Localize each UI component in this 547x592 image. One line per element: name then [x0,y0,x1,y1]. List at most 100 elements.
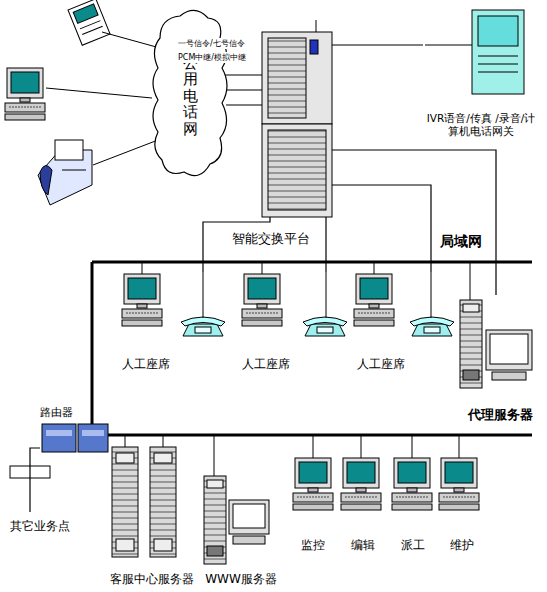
proxy-server [460,300,532,388]
agent-seat: 人工座席 [115,272,230,372]
node-label: 路由器 [40,406,73,420]
bus-drop [262,262,263,274]
connector-line [332,150,496,295]
connector-line [30,448,40,512]
proxy-server [492,372,526,380]
lan-bus [108,434,532,437]
proxy-server [486,330,532,380]
fax-icon [55,140,83,160]
ivr-server [478,16,518,46]
router-icon [82,430,104,436]
connector-line [332,185,431,272]
www-server: WWW服务器 [200,470,282,587]
ops-pcs [341,458,381,510]
bus-drop [125,435,126,447]
www-server [204,476,226,564]
agent-desks [122,272,454,336]
bus-drop [142,262,143,274]
bus-drop [313,435,314,458]
node-label: 人工座席 [121,357,171,372]
bus-drop [459,435,460,458]
switch-cabinet [268,130,326,210]
handheld-icon [68,0,110,45]
proxy-server [460,300,482,388]
bus-drop [470,262,471,300]
switch-cabinet [262,32,332,124]
lan-label: 局域网 [440,233,482,251]
agent-desks [181,317,225,336]
proxy-server [490,334,528,364]
agent-desks [122,274,162,326]
fax-icon [62,170,86,171]
agent-desks [410,317,454,336]
ops-pcs [293,458,479,510]
bus-drop [361,435,362,458]
www-server [233,504,265,528]
handheld-icon [82,26,102,34]
bus-drop [125,262,470,476]
router-icon [46,430,72,436]
agent-desks [431,272,432,318]
switch-cabinet [316,20,317,32]
trunk-label: PCM中继/模拟中继 [178,52,246,63]
www-server [229,500,269,534]
ivr-server [472,10,524,94]
node-label: 公用电话网 [183,54,198,137]
service-servers [112,447,138,557]
fax-icon [40,165,52,195]
node-label: 人工座席 [356,357,406,372]
lan-bus [91,262,94,425]
ivr-stub [425,45,472,46]
ivr-gateway: IVR语音/传真 /录音/计算机电话网关 [423,8,539,138]
node-label: 维护 [449,538,475,553]
signal-label: 一号信令/七号信令 [178,38,245,49]
service-servers [150,447,176,557]
ivr-server [478,72,518,73]
workstation: 监控 [288,455,338,553]
switch-cabinet [262,124,332,217]
router-icon [42,424,76,452]
bus-drop [412,435,413,458]
caller-devices [5,0,160,205]
switch-cabinet [268,38,306,118]
bus-drop [374,262,375,274]
connector-line [332,44,423,45]
router: 路由器 [40,422,110,454]
www-server [233,536,265,544]
router-icon [78,424,108,452]
node-label: IVR语音/传真 /录音/计算机电话网关 [423,112,539,138]
service-servers [112,447,176,557]
agent-desks [203,272,204,318]
agent-desks [242,274,282,326]
connector-line [224,74,262,75]
node-label: 人工座席 [241,357,291,372]
node-label: 编辑 [350,538,376,553]
ivr-server [478,64,518,65]
ops-pcs [293,458,333,510]
node-label: 其它业务点 [9,519,71,534]
access-line [102,32,160,48]
workstation: 编辑 [338,455,388,553]
fax-icon [38,140,92,205]
bus-drop [163,435,164,447]
www-server [204,476,269,564]
handheld-icon [73,4,98,23]
node-label: 智能交换平台 [232,231,310,247]
ivr-server [478,56,518,57]
branch-point: 其它业务点 [2,512,78,534]
cloud-network: 公用电话网 [150,8,230,183]
pc-icon [5,68,45,120]
bus-drop [214,435,215,476]
proxy-server: 代理服务器 [458,295,542,423]
switch-cabinet [310,40,318,54]
access-line [46,88,152,98]
connector-line [226,89,262,90]
connector-line [226,104,262,105]
workstation: 维护 [437,455,487,553]
ops-pcs [439,458,479,510]
connector-line [325,217,326,272]
switch-platform: 智能交换平台 [262,32,332,217]
service-server: 客服中心服务器 [100,444,204,587]
